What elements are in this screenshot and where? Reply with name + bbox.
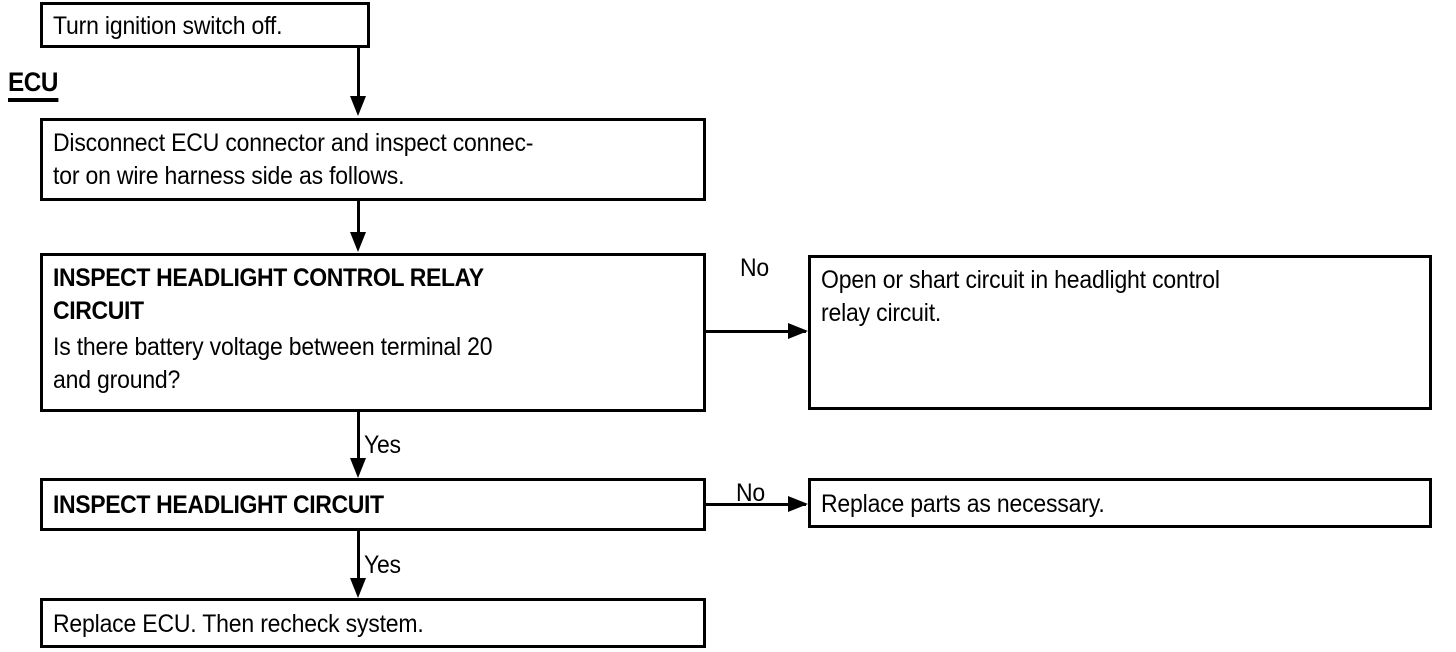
edge-label-headlight-yes: Yes xyxy=(364,551,401,579)
connector-headlight-yes-line xyxy=(357,531,360,584)
connector-headlight-no-line xyxy=(706,503,806,506)
flow-node-open-or-short-relay-circuit-text: Open or shart circuit in headlight contr… xyxy=(821,266,1220,327)
connector-start-to-disconnect-arrow xyxy=(350,96,366,116)
connector-disconnect-to-relay-line xyxy=(357,201,360,235)
flow-node-inspect-headlight-circuit-title: INSPECT HEADLIGHT CIRCUIT xyxy=(53,491,384,519)
flow-node-inspect-relay-question: Is there battery voltage between termina… xyxy=(53,333,493,394)
connector-headlight-yes-arrow xyxy=(350,578,366,598)
flow-node-replace-parts-as-necessary: Replace parts as necessary. xyxy=(808,478,1432,528)
connector-relay-yes-line xyxy=(357,412,360,464)
connector-headlight-no-arrow xyxy=(788,496,808,512)
section-heading-ecu: ECU xyxy=(8,68,58,102)
flow-node-open-or-short-relay-circuit: Open or shart circuit in headlight contr… xyxy=(808,255,1432,410)
connector-start-to-disconnect-line xyxy=(357,48,360,98)
flow-node-inspect-relay-title: INSPECT HEADLIGHT CONTROL RELAY CIRCUIT xyxy=(53,264,484,325)
flow-node-replace-ecu-recheck-system-text: Replace ECU. Then recheck system. xyxy=(53,610,424,638)
connector-relay-yes-arrow xyxy=(350,458,366,478)
flow-node-inspect-headlight-control-relay-circuit: INSPECT HEADLIGHT CONTROL RELAY CIRCUIT … xyxy=(40,253,706,412)
flow-node-inspect-headlight-circuit: INSPECT HEADLIGHT CIRCUIT xyxy=(40,478,706,531)
connector-disconnect-to-relay-arrow xyxy=(350,232,366,252)
edge-label-relay-yes: Yes xyxy=(364,431,401,459)
flow-node-disconnect-ecu-connector-text: Disconnect ECU connector and inspect con… xyxy=(53,129,534,190)
flow-node-turn-ignition-off-text: Turn ignition switch off. xyxy=(53,12,283,40)
edge-label-relay-no: No xyxy=(740,254,769,282)
flow-node-disconnect-ecu-connector: Disconnect ECU connector and inspect con… xyxy=(40,118,706,201)
connector-relay-no-arrow xyxy=(788,323,808,339)
flow-node-replace-parts-as-necessary-text: Replace parts as necessary. xyxy=(821,490,1105,518)
flow-node-replace-ecu-recheck-system: Replace ECU. Then recheck system. xyxy=(40,598,706,648)
flow-node-turn-ignition-off: Turn ignition switch off. xyxy=(40,2,370,48)
connector-relay-no-line xyxy=(706,330,806,333)
edge-label-headlight-no: No xyxy=(736,479,765,507)
